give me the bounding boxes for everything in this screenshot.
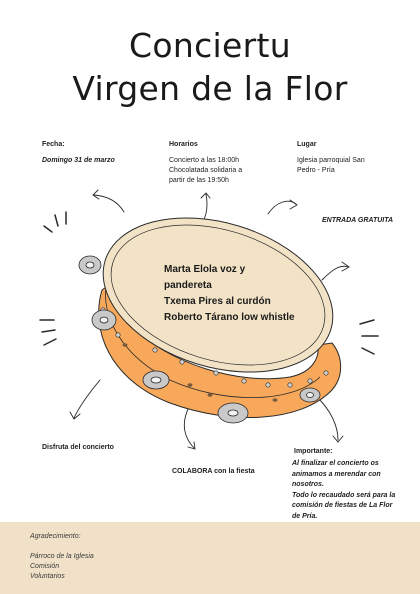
- performer-line: Roberto Tárano low whistle: [164, 312, 295, 323]
- fecha-label: Fecha:: [42, 141, 65, 148]
- burst-lines-icon: [43, 211, 67, 233]
- footer-heading: Agradecimiento:: [30, 533, 81, 540]
- footer-item: Comisión: [30, 563, 60, 570]
- lugar-line: Pedro - Pría: [297, 167, 335, 174]
- importante-line: comisión de fiestas de La Flor: [292, 502, 393, 509]
- title-line-2: Virgen de la Flor: [72, 69, 348, 108]
- horarios-text: Concierto a las 18:00h Chocolatada solid…: [169, 156, 242, 186]
- entrada-gratuita: ENTRADA GRATUITA: [322, 217, 394, 224]
- horarios-line: partir de las 19:50h: [169, 177, 229, 184]
- disfruta-text: Disfruta del concierto: [42, 444, 114, 451]
- importante-line: nosotros.: [292, 481, 324, 488]
- importante-label: Importante:: [294, 448, 333, 455]
- colabora-text: COLABORA con la fiesta: [172, 468, 255, 475]
- importante-text: Al finalizar el concierto os animamos a …: [292, 459, 395, 522]
- horarios-line: Concierto a las 18:00h: [169, 157, 240, 164]
- footer-band: Agradecimiento: Párroco de la Iglesia Co…: [0, 522, 420, 594]
- importante-line: Todo lo recaudado será para la: [292, 491, 396, 499]
- horarios-line: Chocolatada solidaria a: [169, 167, 243, 174]
- performers-list: Marta Elola voz y pandereta Txema Pires …: [164, 262, 344, 326]
- importante-line: Al finalizar el concierto os: [292, 460, 379, 467]
- importante-line: animamos a merendar con: [292, 470, 381, 478]
- burst-lines-icon: [39, 319, 57, 346]
- footer-item: Párroco de la Iglesia: [30, 553, 94, 560]
- footer-item: Voluntarios: [30, 573, 65, 580]
- fecha-value: Domingo 31 de marzo: [42, 157, 115, 164]
- horarios-label: Horarios: [169, 141, 198, 148]
- title-line-1: Conciertu: [129, 26, 291, 65]
- tambourine-illustration: [78, 217, 342, 424]
- lugar-text: Iglesia parroquial San Pedro - Pría: [297, 156, 365, 176]
- performer-line: pandereta: [164, 280, 212, 291]
- performer-line: Txema Pires al curdón: [164, 296, 271, 307]
- lugar-label: Lugar: [297, 141, 317, 148]
- importante-line: de Pría.: [292, 512, 318, 520]
- performer-line: Marta Elola voz y: [164, 264, 246, 275]
- lugar-line: Iglesia parroquial San: [297, 157, 365, 164]
